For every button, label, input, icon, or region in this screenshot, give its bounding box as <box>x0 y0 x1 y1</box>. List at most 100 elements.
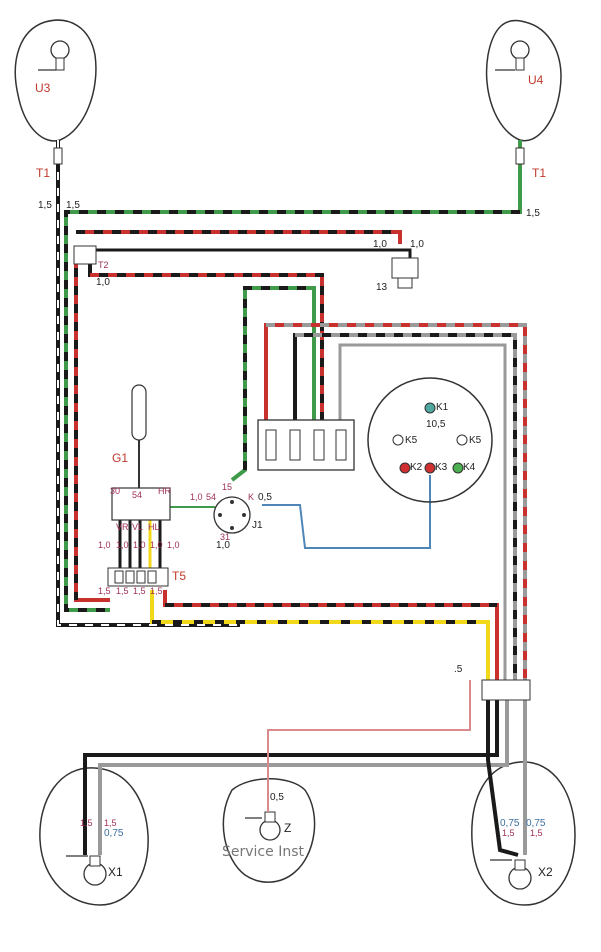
indicator-k3-label: K3 <box>435 462 448 473</box>
gauge-label: 10,5 <box>426 419 446 430</box>
connector-t1-left <box>53 147 63 165</box>
wire-pink <box>267 680 471 812</box>
relay-body <box>213 496 251 534</box>
switch-body <box>111 487 171 521</box>
wire-black-grey-dash <box>295 333 517 690</box>
connector-t2 <box>73 245 97 265</box>
terminal-block-t5: T5 <box>107 567 186 587</box>
indicator-k5-right-label: K5 <box>469 435 482 446</box>
bulb-icon <box>259 819 281 841</box>
gauge-label: 1,0 <box>96 277 110 288</box>
wire-green-black-dash <box>243 286 314 470</box>
relay-terminal: 54 <box>206 492 216 502</box>
switch-terminal: VR <box>116 522 129 532</box>
gauge-label: 0,75 <box>500 818 520 829</box>
relay-terminal: 15 <box>222 482 232 492</box>
gauge-label: 0,5 <box>270 792 284 803</box>
sensor-body <box>391 257 419 279</box>
flasher-relay-j1: J1 15 54 K 31 <box>206 482 263 542</box>
terminal <box>136 570 146 584</box>
sensor-stem <box>397 277 413 289</box>
bulb-base-icon <box>89 855 101 867</box>
fuse <box>289 429 301 461</box>
bulb-base-icon <box>514 859 526 871</box>
terminal-block-label: T5 <box>172 569 186 583</box>
fuse <box>335 429 347 461</box>
indicator-k2-icon <box>399 462 411 474</box>
indicator-k4-icon <box>452 462 464 474</box>
service-label: Service Inst <box>222 844 304 860</box>
gauge-label: 1,0 <box>133 540 146 550</box>
gauge-label: 1,5 <box>38 200 52 211</box>
fuse <box>265 429 277 461</box>
gauge-label: 1,0 <box>216 540 230 551</box>
switch-terminal: VL <box>132 522 143 532</box>
bulb-icon <box>50 40 70 60</box>
lamp-u4-label: U4 <box>528 73 544 87</box>
lamp-z-label: Z <box>284 821 291 835</box>
wire-black-white-dash <box>57 140 240 626</box>
lamp-x1-housing <box>39 767 149 906</box>
wire-black <box>486 690 519 857</box>
instrument-cluster-outline <box>367 377 493 503</box>
indicator-k1-icon <box>424 402 436 414</box>
gauge-label: 0,5 <box>258 492 272 503</box>
gauge-label: 1,5 <box>104 818 117 828</box>
wire-grey <box>338 343 507 690</box>
relay-label: J1 <box>252 520 263 531</box>
gauge-label: 1,5 <box>66 200 80 211</box>
instrument-cluster: K1 K5 K5 K2 K3 K4 <box>367 377 493 503</box>
connector-t2-label: T2 <box>98 260 109 270</box>
relay-pin <box>218 513 222 517</box>
switch-terminal: HR <box>158 486 171 496</box>
indicator-k4-label: K4 <box>463 462 476 473</box>
lamp-x2-housing <box>471 761 576 906</box>
relay-pin <box>230 526 234 530</box>
terminal <box>125 570 135 584</box>
connector-t1-left-label: T1 <box>36 166 50 180</box>
lamp-x1: X1 <box>39 767 149 906</box>
wire-black <box>83 690 499 855</box>
light-switch: G1 30 54 HR VR VL HL <box>110 384 171 532</box>
gauge-label: 0,75 <box>104 828 124 839</box>
bulb-base-icon <box>515 57 525 71</box>
relay-pin <box>242 513 246 517</box>
wire-gauge-labels: 1,5 1,5 1,5 1,0 1,0 1,0 1,0 1,0 1,0 1,0 … <box>38 200 546 839</box>
wire-blue <box>262 475 431 549</box>
gauge-label: 1,0 <box>373 239 387 250</box>
gauge-label: 1,5 <box>80 818 93 828</box>
bulb-icon <box>510 40 530 60</box>
gauge-label: 1,5 <box>116 586 129 596</box>
wire-black-grey <box>293 333 517 690</box>
indicator-k3-icon <box>424 462 436 474</box>
wire-green-black-dash <box>64 210 520 612</box>
lamp-z-housing <box>222 778 316 883</box>
gauge-label: 1,0 <box>167 540 180 550</box>
wire-grey <box>98 690 509 855</box>
lamp-u4-housing <box>485 19 562 142</box>
gauge-label: .5 <box>454 664 463 675</box>
indicator-k5-right-icon <box>456 434 468 446</box>
gauge-label: 1,0 <box>116 540 129 550</box>
sensor-label: 13 <box>376 282 388 293</box>
indicator-k5-left-label: K5 <box>405 435 418 446</box>
switch-terminal: 30 <box>110 486 120 496</box>
gauge-label: 1,0 <box>190 492 203 502</box>
gauge-label: 0,75 <box>526 818 546 829</box>
rear-connector <box>481 679 531 701</box>
wire-red-grey-dash <box>266 323 527 690</box>
switch-terminal: 54 <box>132 490 142 500</box>
connector-t1-right-label: T1 <box>532 166 546 180</box>
lamp-u3: U3 <box>14 19 97 142</box>
bulb-base-icon <box>264 811 276 823</box>
lamp-x2-label: X2 <box>538 865 553 879</box>
oil-pressure-sensor: 13 <box>376 257 419 293</box>
gauge-label: 1,0 <box>150 540 163 550</box>
lamp-z: Z Service Inst <box>222 778 316 883</box>
lamp-x2: X2 <box>471 761 576 906</box>
gauge-label: 1,5 <box>530 828 543 838</box>
gauge-label: 1,5 <box>150 586 163 596</box>
lamp-u4: U4 <box>485 19 562 142</box>
relay-pin <box>230 500 234 504</box>
